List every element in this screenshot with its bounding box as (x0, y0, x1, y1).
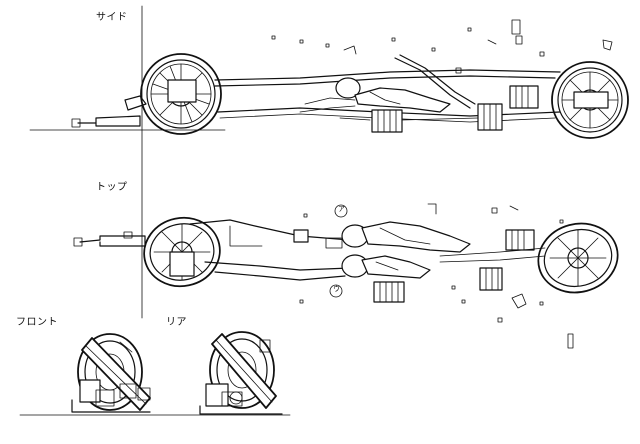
top-rear-wheel (537, 222, 619, 294)
top-debris (299, 203, 574, 349)
side-view-bike (71, 19, 629, 139)
front-view-label: フロント (16, 317, 58, 328)
side-rear-wheel (551, 61, 629, 139)
front-view-bike (71, 333, 151, 413)
top-frame (189, 219, 351, 281)
guide-lines (19, 5, 291, 416)
side-debris (271, 19, 613, 74)
top-front-wheel (143, 216, 221, 288)
rear-view-bike (199, 331, 283, 415)
top-view-label: トップ (96, 182, 128, 193)
side-front-bar (71, 95, 147, 128)
marker-b-label: ウ (333, 285, 341, 293)
top-view-bike (73, 203, 619, 349)
side-view-label: サイド (96, 12, 128, 23)
top-front-bar (73, 231, 146, 247)
marker-a-label: ア (338, 205, 346, 213)
side-engine (339, 85, 539, 133)
side-rider (299, 77, 451, 113)
rear-view-label: リア (166, 317, 187, 328)
top-engine (373, 229, 546, 303)
top-riders (329, 204, 471, 298)
side-front-wheel (140, 53, 222, 135)
